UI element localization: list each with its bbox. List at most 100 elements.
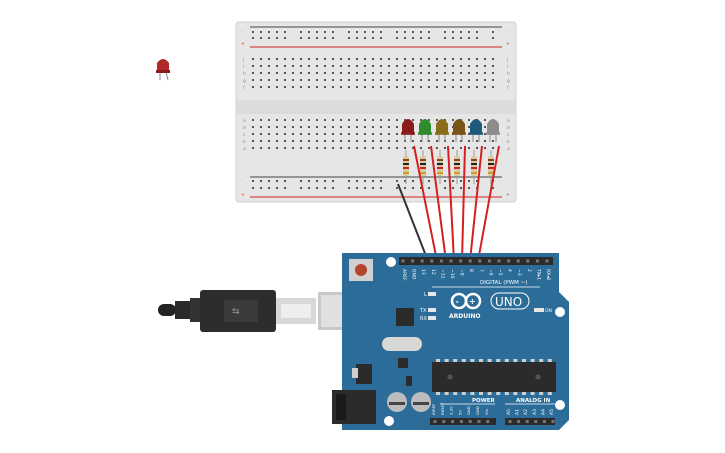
breadboard-hole[interactable] xyxy=(396,119,398,121)
breadboard-hole[interactable] xyxy=(324,37,326,39)
breadboard-hole[interactable] xyxy=(276,147,278,149)
breadboard-hole[interactable] xyxy=(404,31,406,33)
breadboard-hole[interactable] xyxy=(324,86,326,88)
breadboard-hole[interactable] xyxy=(308,180,310,182)
breadboard-hole[interactable] xyxy=(388,126,390,128)
breadboard-hole[interactable] xyxy=(380,133,382,135)
header-pin[interactable] xyxy=(442,420,446,423)
breadboard-hole[interactable] xyxy=(332,119,334,121)
header-pin[interactable] xyxy=(507,259,511,263)
breadboard-hole[interactable] xyxy=(356,140,358,142)
breadboard-hole[interactable] xyxy=(356,79,358,81)
header-pin[interactable] xyxy=(401,259,405,263)
breadboard-hole[interactable] xyxy=(292,65,294,67)
breadboard-hole[interactable] xyxy=(388,133,390,135)
breadboard-hole[interactable] xyxy=(492,72,494,74)
breadboard-hole[interactable] xyxy=(292,72,294,74)
header-pin[interactable] xyxy=(486,420,490,423)
breadboard-hole[interactable] xyxy=(332,147,334,149)
breadboard-hole[interactable] xyxy=(324,180,326,182)
breadboard-hole[interactable] xyxy=(436,65,438,67)
header-pin[interactable] xyxy=(433,420,437,423)
header-pin[interactable] xyxy=(517,420,521,423)
breadboard-hole[interactable] xyxy=(340,65,342,67)
breadboard-hole[interactable] xyxy=(364,86,366,88)
reset-button-cap[interactable] xyxy=(355,264,367,276)
breadboard-hole[interactable] xyxy=(436,79,438,81)
led[interactable] xyxy=(469,119,483,142)
header-pin[interactable] xyxy=(451,420,455,423)
header-pin[interactable] xyxy=(439,259,443,263)
breadboard-hole[interactable] xyxy=(468,147,470,149)
breadboard-hole[interactable] xyxy=(436,72,438,74)
breadboard-hole[interactable] xyxy=(428,58,430,60)
breadboard-hole[interactable] xyxy=(412,119,414,121)
breadboard-hole[interactable] xyxy=(404,147,406,149)
breadboard-hole[interactable] xyxy=(364,72,366,74)
breadboard-hole[interactable] xyxy=(428,31,430,33)
breadboard-hole[interactable] xyxy=(452,187,454,189)
breadboard-hole[interactable] xyxy=(484,86,486,88)
breadboard-hole[interactable] xyxy=(260,86,262,88)
breadboard-hole[interactable] xyxy=(492,65,494,67)
breadboard-hole[interactable] xyxy=(444,65,446,67)
breadboard-hole[interactable] xyxy=(372,31,374,33)
breadboard-hole[interactable] xyxy=(268,126,270,128)
wire-red[interactable] xyxy=(469,145,483,262)
breadboard-hole[interactable] xyxy=(340,119,342,121)
breadboard-hole[interactable] xyxy=(380,119,382,121)
breadboard-hole[interactable] xyxy=(308,86,310,88)
breadboard-hole[interactable] xyxy=(396,147,398,149)
breadboard-hole[interactable] xyxy=(420,140,422,142)
breadboard-hole[interactable] xyxy=(380,31,382,33)
breadboard-hole[interactable] xyxy=(268,119,270,121)
breadboard-hole[interactable] xyxy=(404,79,406,81)
breadboard-hole[interactable] xyxy=(308,72,310,74)
breadboard-hole[interactable] xyxy=(364,79,366,81)
header-pin[interactable] xyxy=(411,259,415,263)
breadboard-hole[interactable] xyxy=(348,31,350,33)
breadboard-hole[interactable] xyxy=(476,65,478,67)
breadboard-hole[interactable] xyxy=(260,79,262,81)
breadboard-hole[interactable] xyxy=(300,37,302,39)
breadboard-hole[interactable] xyxy=(260,65,262,67)
breadboard-hole[interactable] xyxy=(420,31,422,33)
resistor[interactable] xyxy=(420,150,426,184)
breadboard-hole[interactable] xyxy=(340,140,342,142)
breadboard-hole[interactable] xyxy=(316,65,318,67)
breadboard-hole[interactable] xyxy=(308,126,310,128)
breadboard-hole[interactable] xyxy=(356,72,358,74)
breadboard-hole[interactable] xyxy=(436,147,438,149)
breadboard-hole[interactable] xyxy=(324,133,326,135)
breadboard-hole[interactable] xyxy=(364,147,366,149)
breadboard-hole[interactable] xyxy=(252,119,254,121)
header-pin[interactable] xyxy=(430,259,434,263)
breadboard-hole[interactable] xyxy=(388,86,390,88)
breadboard-hole[interactable] xyxy=(396,126,398,128)
breadboard-hole[interactable] xyxy=(284,72,286,74)
loose-led[interactable] xyxy=(156,59,170,81)
breadboard-hole[interactable] xyxy=(252,140,254,142)
breadboard-hole[interactable] xyxy=(300,58,302,60)
breadboard-hole[interactable] xyxy=(316,79,318,81)
breadboard-hole[interactable] xyxy=(348,126,350,128)
breadboard-hole[interactable] xyxy=(396,187,398,189)
breadboard-hole[interactable] xyxy=(356,65,358,67)
breadboard-hole[interactable] xyxy=(268,180,270,182)
breadboard-hole[interactable] xyxy=(468,187,470,189)
breadboard-hole[interactable] xyxy=(300,31,302,33)
breadboard-hole[interactable] xyxy=(372,37,374,39)
breadboard-hole[interactable] xyxy=(468,72,470,74)
breadboard-hole[interactable] xyxy=(252,180,254,182)
led[interactable] xyxy=(435,119,449,142)
breadboard-hole[interactable] xyxy=(332,79,334,81)
breadboard-hole[interactable] xyxy=(252,79,254,81)
breadboard-hole[interactable] xyxy=(348,187,350,189)
breadboard-hole[interactable] xyxy=(372,72,374,74)
breadboard-hole[interactable] xyxy=(292,147,294,149)
breadboard-hole[interactable] xyxy=(300,147,302,149)
breadboard-hole[interactable] xyxy=(332,72,334,74)
breadboard-hole[interactable] xyxy=(412,147,414,149)
breadboard-hole[interactable] xyxy=(292,126,294,128)
breadboard-hole[interactable] xyxy=(364,31,366,33)
